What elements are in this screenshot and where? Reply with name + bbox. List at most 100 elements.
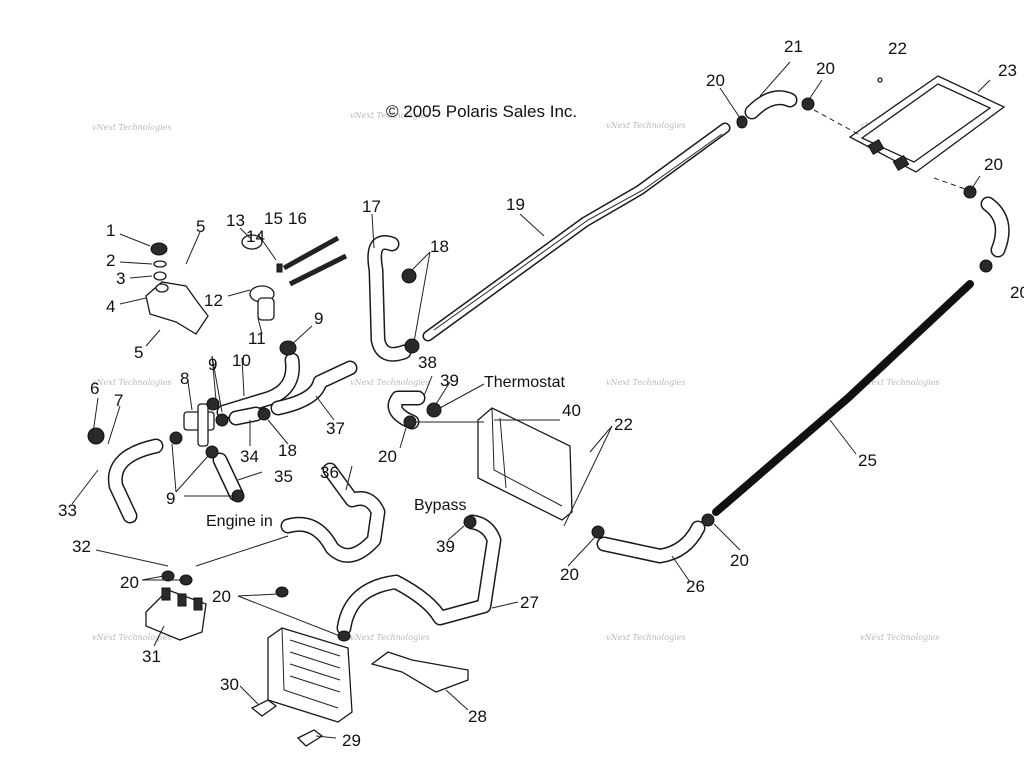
junction-block-31 <box>145 587 207 641</box>
coolant-bottle-4 <box>145 281 209 335</box>
heat-exchanger-23 <box>848 75 1006 173</box>
callout-20: 20 <box>730 551 749 570</box>
callout-21: 21 <box>784 37 803 56</box>
callout-9: 9 <box>166 489 175 508</box>
watermark: vNext Technologies <box>92 378 171 387</box>
callout-9: 9 <box>314 309 323 328</box>
callout-29: 29 <box>342 731 361 750</box>
callout-32: 32 <box>72 537 91 556</box>
callout-15: 15 <box>264 209 283 228</box>
fitting-8 <box>183 403 215 447</box>
callout-37: 37 <box>326 419 345 438</box>
watermark: vNext Technologies <box>350 633 429 642</box>
hose-26 <box>596 520 706 564</box>
callout-2: 2 <box>106 251 115 270</box>
seal-2 <box>153 260 167 268</box>
watermark: vNext Technologies <box>92 633 171 642</box>
oil-cooler <box>267 627 353 723</box>
callout-17: 17 <box>362 197 381 216</box>
hose-36 <box>280 462 386 563</box>
thermostat-housing-40 <box>477 407 573 521</box>
callout-38: 38 <box>418 353 437 372</box>
hose-clamps <box>87 97 993 642</box>
callout-36: 36 <box>320 463 339 482</box>
watermark: vNext Technologies <box>350 378 429 387</box>
watermark: vNext Technologies <box>860 378 939 387</box>
label-bypass: Bypass <box>414 497 466 514</box>
callout-11: 11 <box>248 329 266 348</box>
callout-20: 20 <box>212 587 231 606</box>
callout-20: 20 <box>984 155 1003 174</box>
leader-lines <box>71 61 991 739</box>
copyright-notice: © 2005 Polaris Sales Inc. <box>386 102 577 121</box>
callout-6: 6 <box>90 379 99 398</box>
callout-16: 16 <box>288 209 307 228</box>
callout-34: 34 <box>240 447 259 466</box>
callout-10: 10 <box>232 351 251 370</box>
callout-14: 14 <box>246 227 265 246</box>
callout-25: 25 <box>858 451 877 470</box>
mount-29 <box>296 729 324 747</box>
mount-30 <box>250 699 278 717</box>
callout-5: 5 <box>196 217 205 236</box>
watermark: vNext Technologies <box>606 633 685 642</box>
callout-20: 20 <box>120 573 139 592</box>
callout-20: 20 <box>560 565 579 584</box>
callout-28: 28 <box>468 707 487 726</box>
callout-20: 20 <box>1010 283 1024 302</box>
bracket-28 <box>370 651 469 693</box>
callout-35: 35 <box>274 467 293 486</box>
callout-30: 30 <box>220 675 239 694</box>
watermark: vNext Technologies <box>606 121 685 130</box>
callout-12: 12 <box>204 291 223 310</box>
callout-20: 20 <box>378 447 397 466</box>
callout-26: 26 <box>686 577 705 596</box>
callout-18: 18 <box>278 441 297 460</box>
callout-27: 27 <box>520 593 539 612</box>
callout-39: 39 <box>436 537 455 556</box>
callout-33: 33 <box>58 501 77 520</box>
rod-15 <box>282 235 340 271</box>
label-engine-in: Engine in <box>206 513 273 530</box>
callout-3: 3 <box>116 269 125 288</box>
hose-24 <box>980 196 1010 258</box>
hose-33 <box>107 438 164 524</box>
hose-21 <box>744 90 798 120</box>
washer-3 <box>153 271 167 281</box>
callout-19: 19 <box>506 195 525 214</box>
watermark: vNext Technologies <box>350 111 429 120</box>
callout-13: 13 <box>226 211 245 230</box>
callout-20: 20 <box>706 71 725 90</box>
callout-39: 39 <box>440 371 459 390</box>
callout-9: 9 <box>208 355 217 374</box>
callout-4: 4 <box>106 297 115 316</box>
hose-10 <box>216 352 301 420</box>
callout-20: 20 <box>816 59 835 78</box>
rod-16 <box>288 253 348 287</box>
watermark: vNext Technologies <box>606 378 685 387</box>
callout-40: 40 <box>562 401 581 420</box>
hose-37 <box>270 360 358 416</box>
label-thermostat: Thermostat <box>484 374 565 391</box>
callout-18: 18 <box>430 237 449 256</box>
sensor-14 <box>276 263 283 273</box>
callout-5: 5 <box>134 343 143 362</box>
hose-17 <box>367 235 412 362</box>
cap-13 <box>241 234 263 250</box>
callout-31: 31 <box>142 647 161 666</box>
hose-34 <box>228 406 264 426</box>
watermark: vNext Technologies <box>92 123 171 132</box>
callout-labels: 1 2 3 4 5 5 6 7 8 9 9 9 10 11 12 13 14 1… <box>58 37 1024 750</box>
hose-35 <box>212 452 244 502</box>
callout-23: 23 <box>998 61 1017 80</box>
callout-22: 22 <box>614 415 633 434</box>
watermark: vNext Technologies <box>860 633 939 642</box>
housing-12 <box>249 285 275 321</box>
hose-27 <box>336 514 502 636</box>
cap-1 <box>150 242 168 256</box>
tube-25 <box>712 280 974 516</box>
callout-8: 8 <box>180 369 189 388</box>
callout-7: 7 <box>114 391 123 410</box>
callout-1: 1 <box>106 221 115 240</box>
